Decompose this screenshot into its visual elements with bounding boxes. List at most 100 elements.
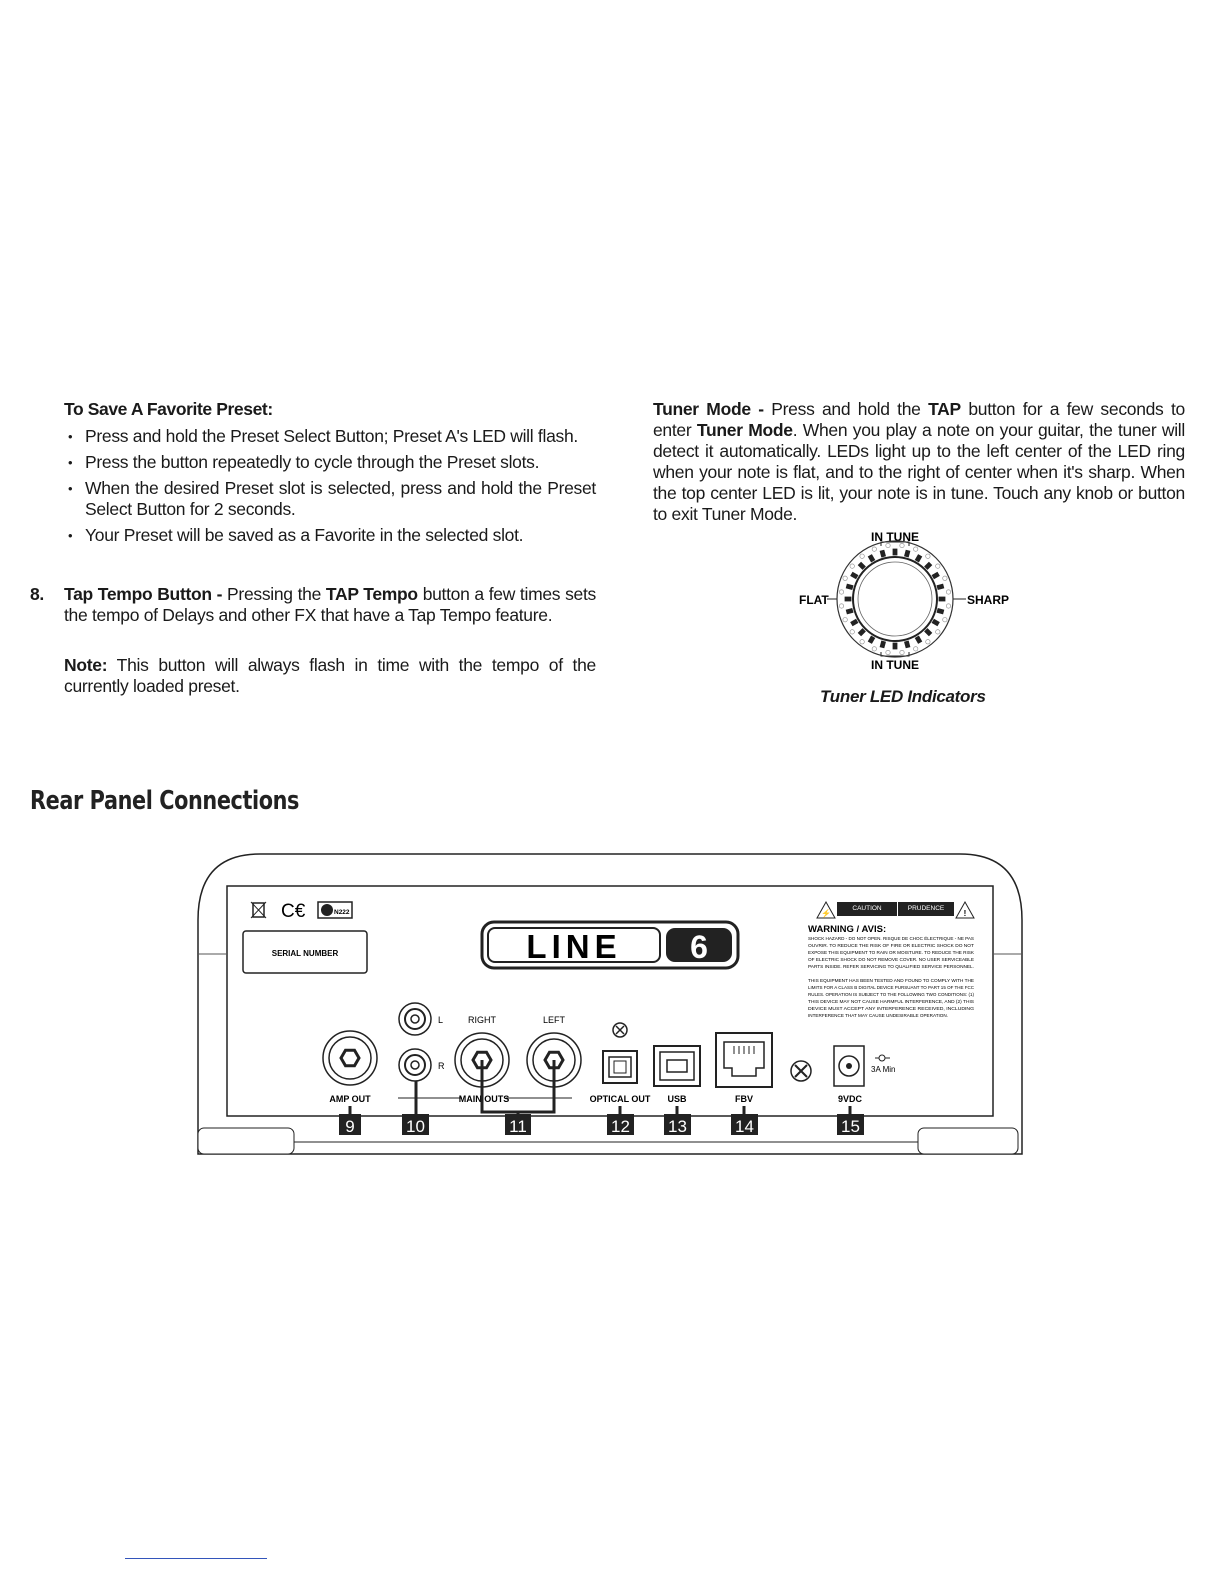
callout-9: 9	[339, 1114, 361, 1136]
list-item: Your Preset will be saved as a Favorite …	[64, 525, 596, 546]
rca-right-label: R	[438, 1061, 445, 1071]
tuner-led	[857, 628, 866, 637]
tuner-scale-mark	[842, 575, 848, 581]
svg-text:PARTS INSIDE. REFER SERVICING: PARTS INSIDE. REFER SERVICING TO QUALIFI…	[808, 964, 974, 969]
callout-12: 12	[607, 1114, 634, 1136]
tuner-led	[936, 608, 945, 615]
brand-number: 6	[690, 929, 708, 965]
tuner-scale-mark	[925, 639, 931, 645]
tuner-led	[879, 549, 886, 558]
in-tune-top-label: IN TUNE	[871, 530, 919, 544]
list-item: Press and hold the Preset Select Button;…	[64, 426, 596, 447]
svg-text:EXPOSE THIS EQUIPMENT TO RAIN: EXPOSE THIS EQUIPMENT TO RAIN OR MOISTUR…	[808, 950, 975, 955]
tuner-scale-mark	[871, 546, 877, 552]
optical-out-label: OPTICAL OUT	[590, 1094, 651, 1104]
optical-status-icon	[612, 1022, 628, 1038]
tuner-led	[867, 635, 876, 644]
callout-10: 10	[402, 1114, 429, 1136]
tuner-led	[850, 618, 859, 627]
rca-left-jack[interactable]	[398, 1002, 432, 1036]
tuner-scale-mark	[838, 589, 844, 595]
dc-polarity-icon	[875, 1054, 890, 1062]
prudence-label: PRUDENCE	[908, 905, 945, 912]
svg-text:10: 10	[406, 1117, 425, 1136]
tuner-caption: Tuner LED Indicators	[820, 687, 986, 706]
section-heading: Rear Panel Connections	[30, 786, 300, 816]
fbv-port[interactable]	[715, 1032, 773, 1088]
serial-number-plate	[242, 930, 368, 974]
svg-text:11: 11	[509, 1117, 527, 1136]
optical-out-port[interactable]	[602, 1050, 638, 1084]
tuner-scale-mark	[859, 553, 865, 559]
tuner-led	[931, 571, 940, 580]
tuner-scale-mark	[935, 629, 941, 635]
tuner-led	[938, 596, 946, 602]
main-out-right-label: RIGHT	[468, 1015, 497, 1025]
tuner-scale-mark	[885, 542, 891, 548]
rca-right-jack[interactable]	[398, 1048, 432, 1082]
tuner-mode-paragraph: Tuner Mode - Press and hold the TAP butt…	[653, 399, 1185, 524]
tuner-led	[904, 640, 911, 649]
tuner-led	[936, 583, 945, 590]
svg-text:!: !	[964, 909, 967, 918]
dc-rating-label: 3A Min	[871, 1065, 895, 1074]
ctick-mark: N222	[317, 901, 353, 919]
svg-text:N222: N222	[334, 909, 350, 916]
tuner-led	[904, 549, 911, 558]
tuner-scale-mark	[899, 650, 905, 656]
tuner-led	[845, 583, 854, 590]
svg-text:THIS EQUIPMENT HAS BEEN TESTED: THIS EQUIPMENT HAS BEEN TESTED AND FOUND…	[808, 978, 974, 983]
list-item: Press the button repeatedly to cycle thr…	[64, 452, 596, 473]
main-out-left-label: LEFT	[543, 1015, 566, 1025]
tap-tempo-heading: Tap Tempo Button -	[64, 584, 228, 604]
tuner-scale-mark	[838, 603, 844, 609]
amp-out-jack[interactable]	[322, 1030, 378, 1086]
main-outs-label: MAIN OUTS	[459, 1094, 510, 1104]
svg-text:OUVRIR. TO REDUCE THE RISK OF: OUVRIR. TO REDUCE THE RISK OF FIRE OR EL…	[808, 943, 974, 948]
favorite-title: To Save A Favorite Preset:	[64, 399, 273, 419]
footnote-rule	[125, 1558, 267, 1559]
amp-out-label: AMP OUT	[329, 1094, 371, 1104]
svg-text:9: 9	[345, 1117, 354, 1136]
svg-text:15: 15	[841, 1117, 860, 1136]
svg-text:RULES. OPERATION IS SUBJECT TO: RULES. OPERATION IS SUBJECT TO THE FOLLO…	[808, 992, 974, 997]
svg-text:THIS DEVICE MAY NOT CAUSE HARM: THIS DEVICE MAY NOT CAUSE HARMFUL INTERF…	[808, 999, 974, 1004]
list-item: When the desired Preset slot is selected…	[64, 478, 596, 520]
tuner-scale-mark	[849, 563, 855, 569]
tuner-led	[879, 640, 886, 649]
tuner-scale-mark	[935, 563, 941, 569]
svg-text:LIMITS FOR A CLASS B DIGITAL D: LIMITS FOR A CLASS B DIGITAL DEVICE PURS…	[808, 985, 975, 990]
svg-text:14: 14	[735, 1117, 754, 1136]
tuner-led	[857, 561, 866, 570]
svg-text:DEVICE MUST ACCEPT ANY INTERFE: DEVICE MUST ACCEPT ANY INTERFERENCE RECE…	[808, 1006, 974, 1011]
tuner-led	[867, 554, 876, 563]
warning-title: WARNING / AVIS:	[808, 924, 886, 935]
screw-icon	[790, 1060, 812, 1082]
tuner-scale-mark	[859, 639, 865, 645]
tuner-scale-mark	[849, 629, 855, 635]
svg-text:⚡: ⚡	[821, 908, 831, 918]
tuner-scale-mark	[942, 617, 948, 623]
tuner-scale-mark	[885, 650, 891, 656]
tuner-led	[845, 608, 854, 615]
tuner-led-diagram: IN TUNE IN TUNE FLAT SHARP	[799, 530, 1009, 672]
tuner-scale-mark	[871, 646, 877, 652]
tuner-scale-mark	[925, 553, 931, 559]
item-number: 8.	[30, 584, 44, 604]
usb-port[interactable]	[653, 1045, 701, 1087]
svg-text:SHOCK HAZARD - DO NOT OPEN. RI: SHOCK HAZARD - DO NOT OPEN. RISQUE DE CH…	[808, 935, 974, 941]
sharp-label: SHARP	[967, 593, 1009, 607]
tuner-led	[850, 571, 859, 580]
tuner-scale-mark	[946, 589, 952, 595]
tuner-led	[914, 635, 923, 644]
tuner-led	[924, 628, 933, 637]
line6-logo: LINE 6	[480, 920, 740, 970]
in-tune-bottom-label: IN TUNE	[871, 658, 919, 672]
brand-name: LINE	[526, 928, 621, 965]
rear-panel-diagram: C€ N222 SERIAL NUMBER LINE 6 ⚡ CAUTION P…	[197, 853, 1023, 1155]
weee-bin-icon	[250, 901, 267, 919]
note-label: Note:	[64, 655, 108, 675]
callout-13: 13	[664, 1114, 691, 1136]
dc-label: 9VDC	[838, 1094, 863, 1104]
dc-power-jack[interactable]	[833, 1045, 865, 1087]
